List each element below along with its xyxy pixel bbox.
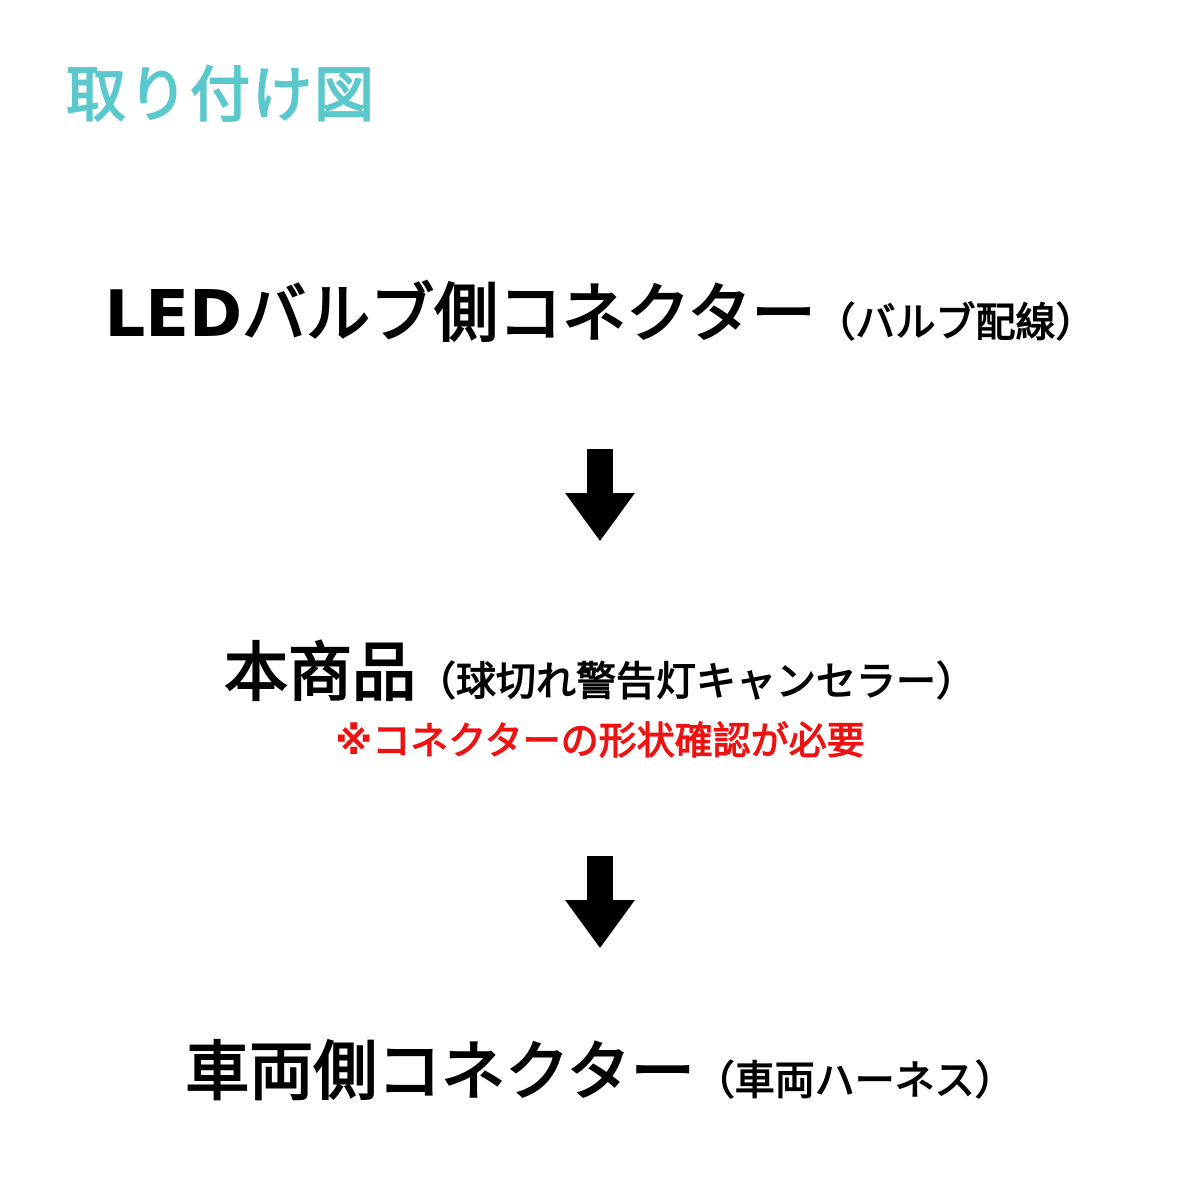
step-product-label: 本商品 [224, 637, 416, 711]
step-vehicle-connector-note: （車両ハーネス） [694, 1058, 1015, 1104]
step-product-note: （球切れ警告灯キャンセラー） [416, 659, 976, 705]
step-vehicle-connector-label: 車両側コネクター [185, 1036, 695, 1110]
step-bulb-connector: LEDバルブ側コネクター（バルブ配線） [0, 283, 1200, 347]
page-title: 取り付け図 [66, 61, 376, 131]
arrow-down-icon [565, 449, 635, 541]
connector-shape-warning: ※コネクターの形状確認が必要 [335, 719, 865, 763]
arrow-down-icon [565, 856, 635, 948]
step-bulb-connector-label: LEDバルブ側コネクター [104, 278, 816, 352]
step-product: 本商品（球切れ警告灯キャンセラー） [0, 642, 1200, 706]
step-vehicle-connector: 車両側コネクター（車両ハーネス） [0, 1041, 1200, 1105]
step-bulb-connector-note: （バルブ配線） [815, 300, 1096, 346]
